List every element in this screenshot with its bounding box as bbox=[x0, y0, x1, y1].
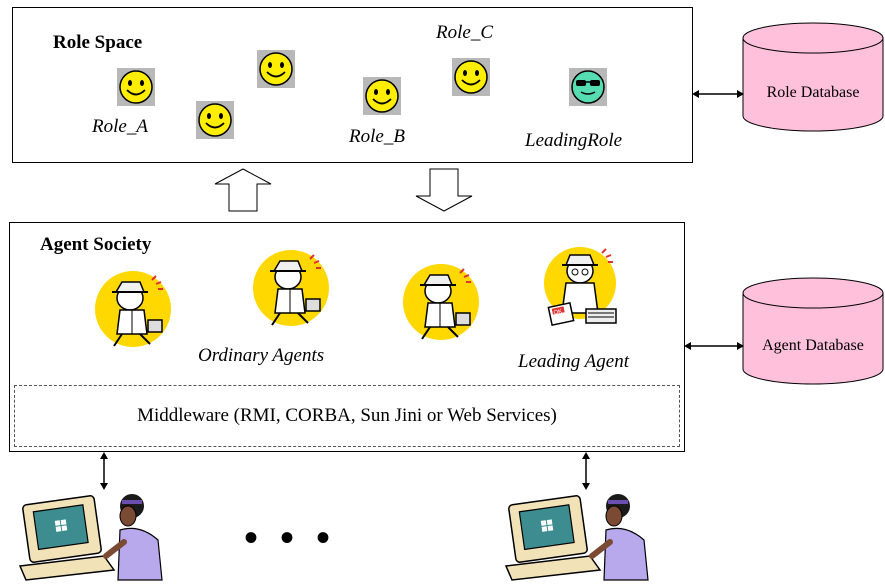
role-c-label: Role_C bbox=[436, 22, 493, 43]
arrow-down-icon bbox=[414, 168, 474, 212]
svg-text:OK: OK bbox=[553, 309, 563, 317]
role-space-box: Role Space bbox=[12, 7, 693, 163]
user-connector-right bbox=[582, 452, 590, 490]
smiley-icon bbox=[452, 58, 490, 96]
role-database-label: Role Database bbox=[766, 84, 860, 101]
ordinary-agent-icon bbox=[400, 261, 482, 343]
agent-database: Agent Database bbox=[742, 277, 884, 385]
smiley-icon bbox=[257, 50, 295, 88]
leading-agent-label: Leading Agent bbox=[518, 351, 630, 372]
agent-society-title: Agent Society bbox=[40, 234, 152, 255]
user-at-computer-icon bbox=[504, 486, 666, 582]
arrow-up-icon bbox=[213, 168, 273, 212]
smiley-icon bbox=[117, 68, 155, 106]
role-database: Role Database bbox=[742, 22, 884, 132]
middleware-layer: Middleware (RMI, CORBA, Sun Jini or Web … bbox=[14, 385, 680, 447]
leading-role-icon bbox=[569, 68, 607, 106]
agent-db-connector bbox=[684, 342, 744, 350]
agent-society-box: Agent Society bbox=[9, 222, 685, 452]
smiley-icon bbox=[363, 77, 401, 115]
leading-role-label: LeadingRole bbox=[525, 130, 623, 151]
user-at-computer-icon bbox=[18, 486, 180, 582]
agent-database-label: Agent Database bbox=[762, 337, 864, 354]
middleware-label: Middleware (RMI, CORBA, Sun Jini or Web … bbox=[137, 405, 557, 426]
role-b-label: Role_B bbox=[349, 126, 405, 147]
role-space-title: Role Space bbox=[53, 32, 143, 53]
role-db-connector bbox=[692, 90, 744, 98]
ordinary-agent-icon bbox=[92, 268, 174, 350]
ellipsis: • • • bbox=[244, 515, 337, 560]
user-connector-left bbox=[100, 452, 108, 490]
ordinary-agents-label: Ordinary Agents bbox=[198, 345, 325, 366]
ordinary-agent-icon bbox=[250, 247, 332, 329]
leading-agent-icon: OK bbox=[540, 243, 626, 343]
smiley-icon bbox=[196, 101, 234, 139]
role-a-label: Role_A bbox=[92, 116, 148, 137]
